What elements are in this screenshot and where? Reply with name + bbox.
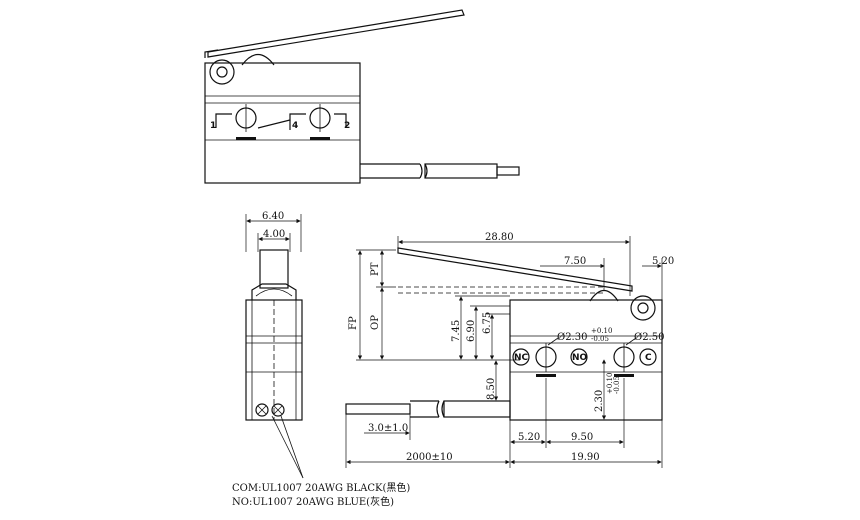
- front-lever: [397, 247, 633, 292]
- dim-cable-offset: 3.0±1.0: [368, 423, 408, 434]
- terminal-label-4: 4: [292, 121, 298, 131]
- dim-850: 8.50: [486, 378, 497, 400]
- side-view: 6.40 4.00: [245, 211, 304, 479]
- dim-width-inner: 4.00: [263, 229, 285, 240]
- dim-hole-right: Ø2.50: [634, 332, 664, 343]
- dim-fp: FP: [348, 316, 359, 330]
- dim-520-top: 5.20: [652, 256, 674, 267]
- front-actuator: [589, 289, 619, 302]
- terminal-no: [570, 348, 588, 366]
- terminal-nc-label: NC: [514, 353, 529, 363]
- dim-body-length: 19.90: [571, 452, 600, 463]
- dim-lever-length: 28.80: [485, 232, 514, 243]
- terminal-c-label: C: [645, 353, 652, 363]
- dim-pt: PT: [370, 262, 381, 276]
- dim-hole-left: Ø2.30: [557, 332, 587, 343]
- dim-950: 9.50: [571, 432, 593, 443]
- wire-end-com: [255, 403, 269, 417]
- dim-width-outer: 6.40: [262, 211, 284, 222]
- wire-end-no: [271, 403, 285, 417]
- top-view: 1 4 2: [204, 9, 520, 184]
- terminal-c: [639, 348, 657, 366]
- note-no-wire: NO:UL1007 20AWG BLUE(灰色): [232, 495, 394, 508]
- top-cable: [424, 163, 498, 179]
- dim-hole-left-tol-dn: -0.05: [591, 335, 609, 343]
- dim-hole-left-tol-up: +0.10: [591, 327, 612, 335]
- dim-230-tol-dn: -0.05: [613, 376, 621, 394]
- side-lever: [259, 249, 289, 289]
- terminal-no-label: NO: [572, 353, 588, 363]
- front-roller: [630, 295, 656, 321]
- dim-op: OP: [370, 315, 381, 330]
- dim-675: 6.75: [482, 312, 493, 334]
- dim-745: 7.45: [451, 320, 462, 342]
- dim-230-tol-up: +0.10: [606, 373, 614, 394]
- front-view: 28.80 7.50 5.20 FP PT OP 7.45 6.90: [345, 232, 674, 468]
- top-roller: [209, 59, 235, 85]
- top-actuator: [241, 53, 275, 66]
- top-body: [204, 62, 361, 184]
- terminal-label-2: 2: [344, 121, 350, 131]
- dim-690: 6.90: [466, 320, 477, 342]
- note-com-wire: COM:UL1007 20AWG BLACK(黑色): [232, 481, 410, 494]
- dim-750: 7.50: [564, 256, 586, 267]
- terminal-nc: [512, 348, 530, 366]
- front-cable: [443, 400, 511, 418]
- dim-cable-length: 2000±10: [406, 452, 453, 463]
- terminal-label-1: 1: [210, 121, 216, 131]
- dim-230: 2.30: [594, 390, 605, 412]
- top-lever: [207, 9, 465, 58]
- dim-520-bottom: 5.20: [518, 432, 540, 443]
- front-body: [509, 299, 663, 421]
